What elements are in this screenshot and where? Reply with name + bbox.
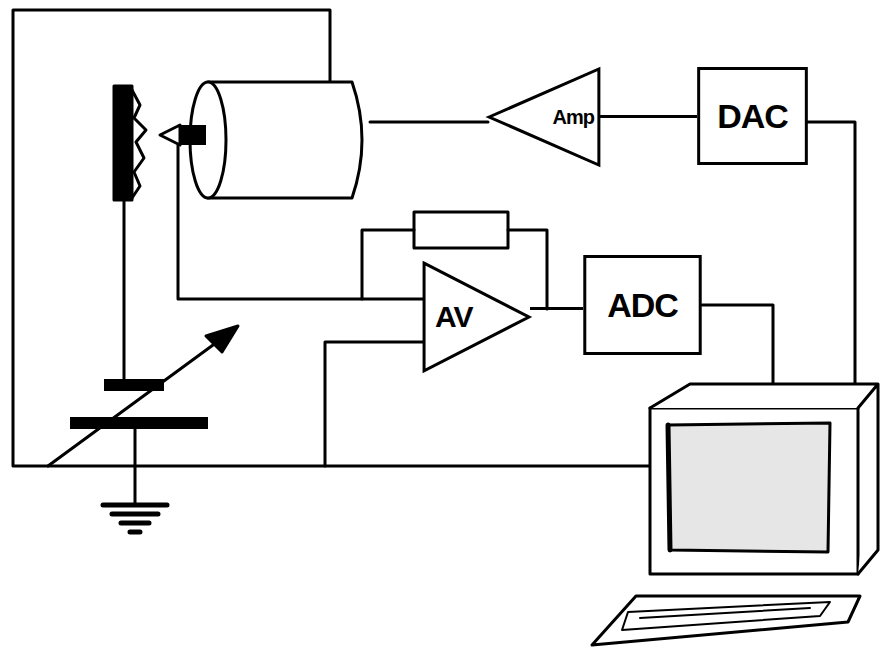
node-outline <box>424 263 529 371</box>
wire <box>702 305 773 385</box>
monitor-screen <box>668 423 830 552</box>
monitor-front <box>650 408 858 574</box>
capacitor-plate <box>70 417 208 429</box>
tip <box>180 125 206 145</box>
node-label: AV <box>435 300 472 334</box>
node-label: Amp <box>553 106 594 129</box>
ground-symbol <box>103 505 167 532</box>
monitor-side <box>650 384 878 574</box>
keyboard-keys <box>622 602 830 630</box>
monitor-screen-edge <box>668 425 670 550</box>
sample <box>114 86 132 200</box>
wire <box>325 342 423 466</box>
variable-arrow <box>48 334 228 466</box>
piezo-tube <box>208 82 362 198</box>
wire <box>123 200 126 385</box>
wire <box>370 121 488 124</box>
wire <box>808 122 855 385</box>
wire-connector <box>600 115 697 118</box>
amplifier-triangle: AV <box>423 262 530 372</box>
node-outline <box>699 68 807 163</box>
sample-surface <box>132 90 146 198</box>
keyboard <box>592 596 860 645</box>
node-label: ADC <box>607 286 678 325</box>
tip-point <box>160 125 180 145</box>
node-label: DAC <box>717 97 788 136</box>
dac-box: DAC <box>697 67 808 165</box>
resistor-symbol <box>414 212 508 248</box>
node-outline <box>585 257 700 354</box>
adc-box: ADC <box>583 255 702 355</box>
arrow-head <box>206 326 238 352</box>
node-outline <box>489 69 599 165</box>
amplifier-triangle: Amp <box>488 68 600 166</box>
wire <box>178 145 423 299</box>
wire <box>13 10 650 466</box>
wire-connector <box>530 307 583 310</box>
wire <box>134 423 137 505</box>
